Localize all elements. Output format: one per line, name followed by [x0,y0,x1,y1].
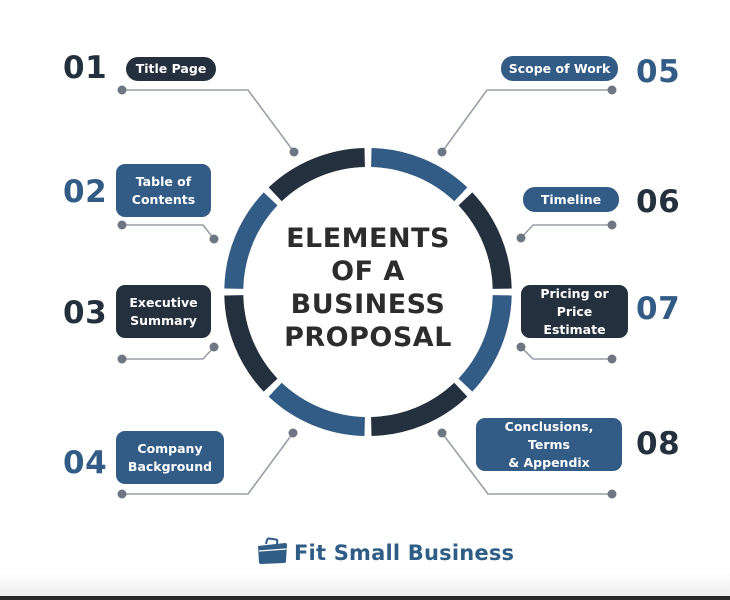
ring-segment-5 [268,382,366,436]
title-line: PROPOSAL [284,322,452,353]
element-number-03: 03 [63,295,108,331]
brand-logo: Fit Small Business [256,537,515,569]
ring-segment-7 [224,192,278,290]
element-label-title-page: Title Page [126,57,216,81]
title-line: BUSINESS [290,289,446,320]
brand-name: Fit Small Business [294,541,515,565]
element-label-table-of-contents: Table of Contents [116,164,211,217]
connector-dots [117,85,617,499]
bottom-bar [0,596,730,600]
connector-08 [441,432,612,495]
element-number-07: 07 [636,291,681,327]
connectors [122,89,612,495]
label-text: Scope of Work [508,60,611,76]
element-label-timeline: Timeline [523,187,619,212]
ring-segment-3 [458,294,512,392]
connector-03 [122,346,215,360]
label-text: Executive [129,294,198,310]
title-line: ELEMENTS [286,223,450,254]
element-number-06: 06 [636,184,681,220]
element-number-01: 01 [63,50,108,86]
connector-06 [520,224,612,239]
title-line: OF A [331,256,405,287]
ring-segment-4 [370,382,468,436]
ring-segment-1 [370,148,468,202]
label-text: Summary [130,312,197,328]
label-text: Contents [131,191,196,207]
connector-01 [122,89,295,153]
element-label-pricing: Pricing or Price Estimate [521,285,628,338]
bottom-fade [0,572,730,596]
connector-05 [441,89,612,153]
element-label-scope-of-work: Scope of Work [501,56,618,81]
label-text: Price Estimate [543,303,606,337]
briefcase-icon [256,537,288,569]
label-text: Timeline [540,191,602,207]
label-text: Title Page [135,61,207,76]
diagram-title: ELEMENTS OF A BUSINESS PROPOSAL [258,222,478,354]
ring-segment-6 [224,294,278,392]
element-label-executive-summary: Executive Summary [116,285,211,338]
element-number-08: 08 [636,426,681,462]
label-text: Background [127,458,213,474]
label-text: & Appendix [508,454,590,470]
ring [224,148,512,436]
element-number-04: 04 [63,445,108,481]
connector-07 [520,346,612,360]
ring-segment-2 [458,192,512,290]
connector-04 [122,432,294,495]
connector-02 [122,224,215,240]
element-label-company-background: Company Background [116,431,224,484]
label-text: Pricing or [540,285,609,301]
element-label-conclusions: Conclusions, Terms & Appendix [476,418,622,471]
element-number-02: 02 [63,174,108,210]
label-text: Conclusions, Terms [504,418,594,452]
ring-segment-8 [268,148,366,202]
element-number-05: 05 [636,54,681,90]
label-text: Table of [135,173,192,189]
label-text: Company [137,440,203,456]
